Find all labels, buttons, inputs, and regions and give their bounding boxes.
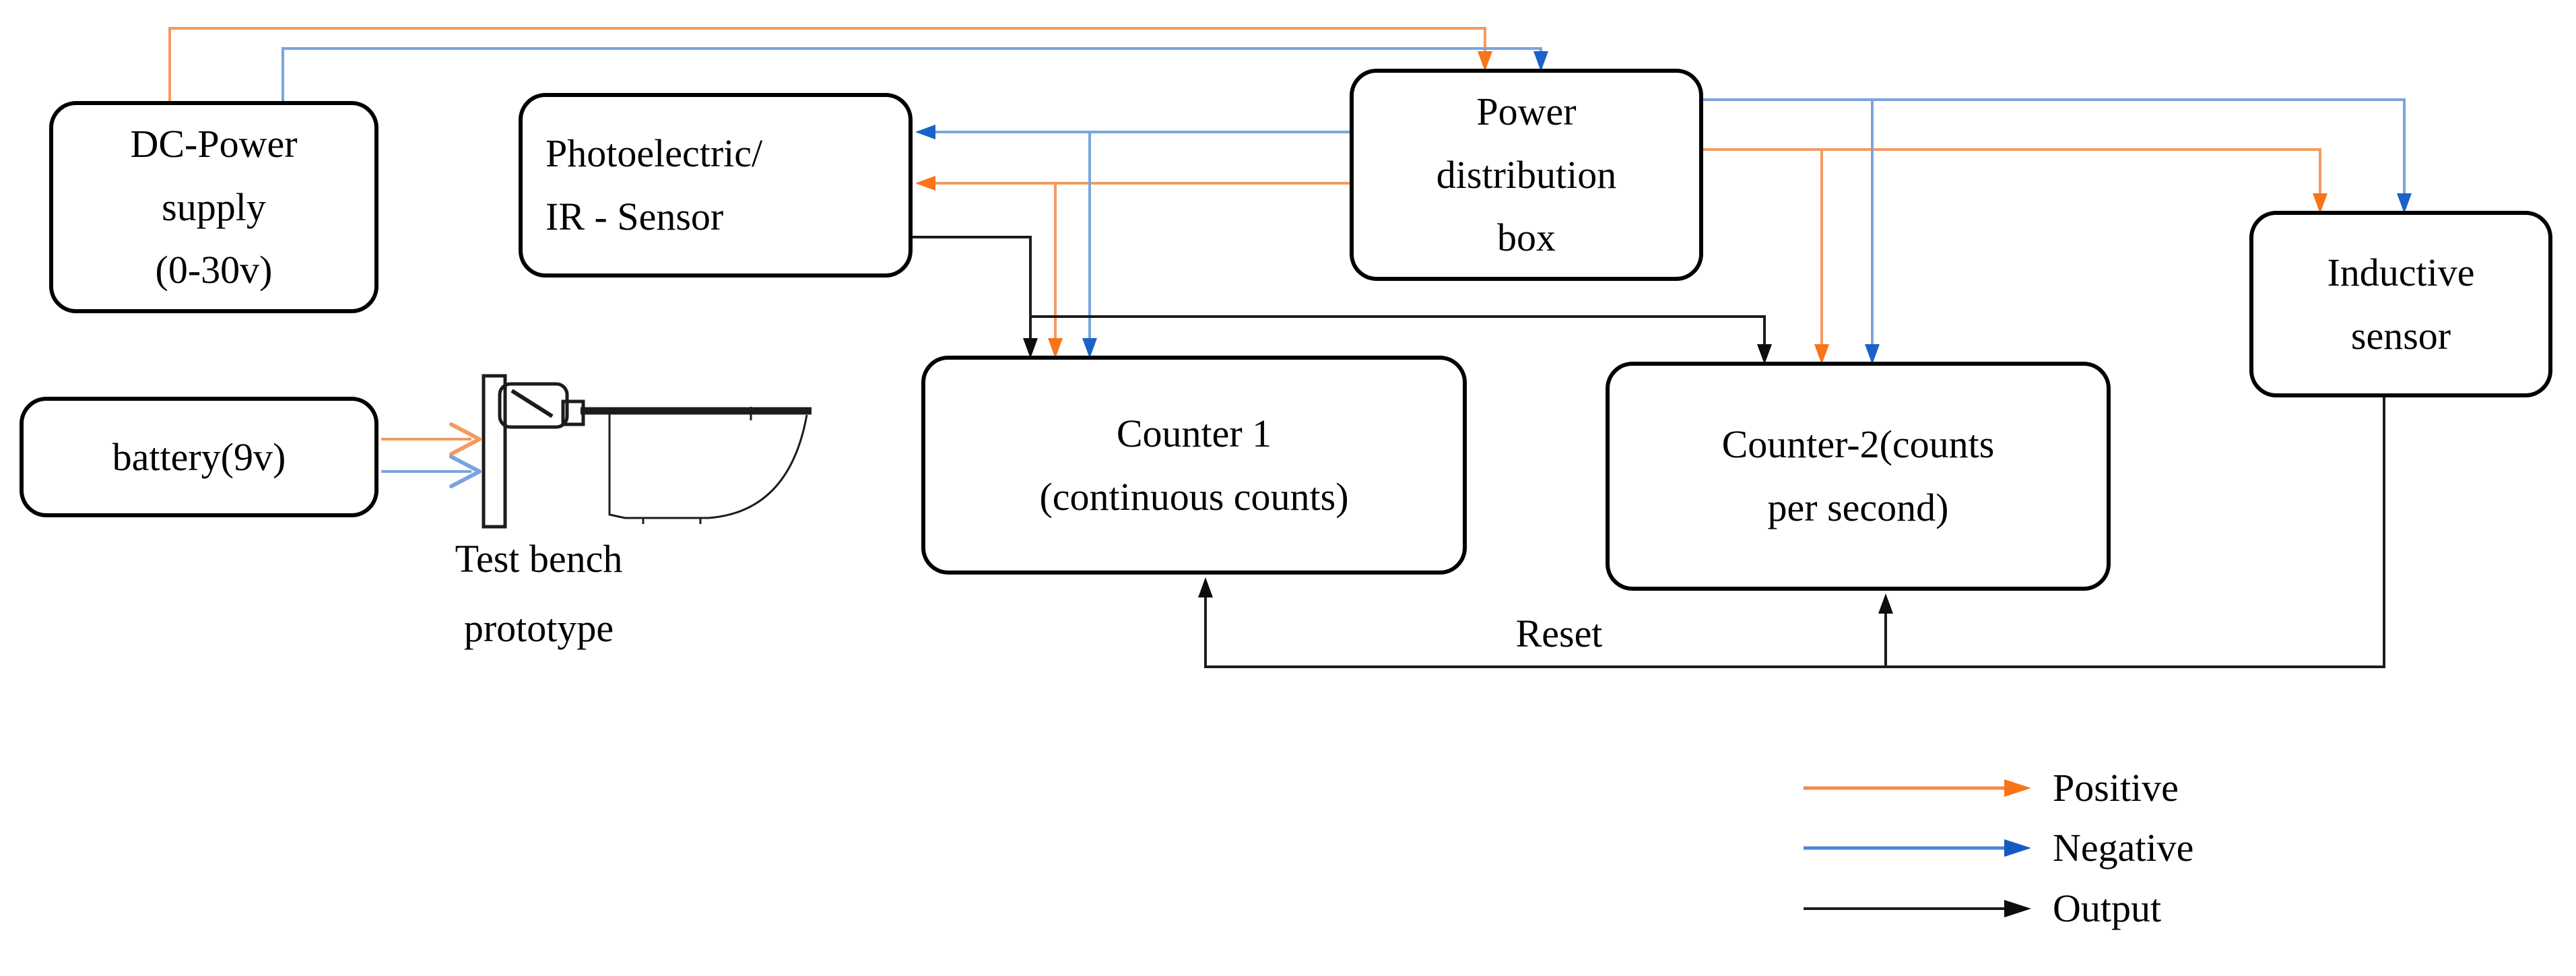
- legend-item-output: Output: [1801, 888, 2161, 929]
- counter2-label-line1: Counter-2(counts: [1721, 422, 1995, 467]
- negative-arrowhead-into-counter1: [1082, 338, 1097, 358]
- testbench-motor-body: [498, 382, 569, 429]
- testbench-mount-plate: [482, 374, 507, 529]
- output-arrow-icon: [1804, 900, 2031, 917]
- negative-chevron-arrowhead-testbench: [449, 455, 482, 488]
- testbench-scoop-profile: [608, 414, 808, 519]
- power-distribution-label-line3: box: [1497, 216, 1556, 260]
- negative-arrowhead-into-ir-sensor: [915, 125, 935, 139]
- testbench-lever: [510, 389, 554, 418]
- dc-power-supply-label-line3: (0-30v): [155, 248, 273, 292]
- inductive-sensor-label-line2: sensor: [2350, 313, 2451, 358]
- dc-power-supply-label-line1: DC-Power: [130, 121, 298, 166]
- dc-power-supply-label-line2: supply: [162, 185, 266, 229]
- positive-wire-distribution-to-inductive: [1703, 148, 2321, 196]
- legend-label-negative: Negative: [2053, 826, 2194, 870]
- positive-legend-arrowhead: [2004, 779, 2031, 797]
- output-wire-ir-sensor-to-counter1: [913, 236, 1032, 341]
- test-bench-prototype-drawing: [482, 374, 812, 529]
- ir-sensor-label-line1: Photoelectric/: [546, 131, 763, 176]
- counter2-box: Counter-2(counts per second): [1606, 362, 2111, 591]
- positive-arrowhead-into-distribution: [1478, 51, 1492, 71]
- negative-arrowhead-into-distribution: [1533, 51, 1548, 71]
- power-distribution-label-line2: distribution: [1436, 152, 1617, 197]
- power-distribution-label-line1: Power: [1476, 89, 1577, 133]
- reset-label: Reset: [1515, 612, 1603, 655]
- positive-arrowhead-into-counter1: [1048, 338, 1063, 358]
- negative-wire-distribution-to-inductive: [1703, 98, 2406, 196]
- legend-label-positive: Positive: [2053, 766, 2179, 810]
- power-distribution-box: Power distribution box: [1350, 69, 1703, 281]
- reset-arrowhead-into-counter2-bottom: [1878, 593, 1893, 614]
- negative-arrowhead-into-inductive: [2397, 193, 2412, 214]
- negative-legend-arrowhead: [2004, 839, 2031, 857]
- legend-item-negative: Negative: [1801, 828, 2193, 868]
- positive-arrowhead-into-ir-sensor: [915, 176, 935, 191]
- battery-box: battery(9v): [20, 397, 378, 517]
- counter2-label-line2: per second): [1767, 486, 1949, 529]
- positive-arrowhead-into-counter2: [1814, 344, 1829, 364]
- reset-arrowhead-into-counter1-bottom: [1198, 577, 1213, 597]
- negative-arrowhead-into-counter2: [1865, 344, 1880, 364]
- counter1-label-line1: Counter 1: [1116, 411, 1272, 455]
- photoelectric-ir-sensor-box: Photoelectric/ IR - Sensor: [519, 93, 913, 278]
- counter1-label-line2: (continuous counts): [1039, 474, 1349, 519]
- legend-item-positive: Positive: [1801, 768, 2179, 808]
- output-wire-ir-sensor-to-counter2: [1030, 315, 1766, 347]
- output-legend-arrowhead: [2004, 900, 2031, 917]
- test-bench-label-line2: prototype: [463, 606, 614, 651]
- legend-label-output: Output: [2053, 886, 2162, 930]
- test-bench-label-line1: Test bench: [455, 537, 623, 581]
- output-arrowhead-into-counter1: [1023, 338, 1038, 358]
- positive-wire-dc-to-distribution: [168, 27, 1486, 101]
- negative-arrow-icon: [1804, 839, 2031, 857]
- positive-arrowhead-into-inductive: [2313, 193, 2327, 214]
- battery-label: battery(9v): [112, 434, 286, 479]
- dc-power-supply-box: DC-Power supply (0-30v): [49, 101, 378, 313]
- inductive-sensor-label-line1: Inductive: [2327, 250, 2475, 294]
- counter1-box: Counter 1 (continuous counts): [921, 356, 1467, 575]
- positive-arrow-icon: [1804, 779, 2031, 797]
- inductive-sensor-box: Inductive sensor: [2249, 211, 2552, 397]
- reset-wire-inductive-to-counter1: [1204, 397, 2385, 668]
- test-bench-prototype-label: Test bench prototype: [364, 524, 714, 663]
- ir-sensor-label-line2: IR - Sensor: [546, 195, 724, 238]
- positive-chevron-arrowhead-testbench: [449, 422, 482, 456]
- output-arrowhead-into-counter2: [1757, 344, 1772, 364]
